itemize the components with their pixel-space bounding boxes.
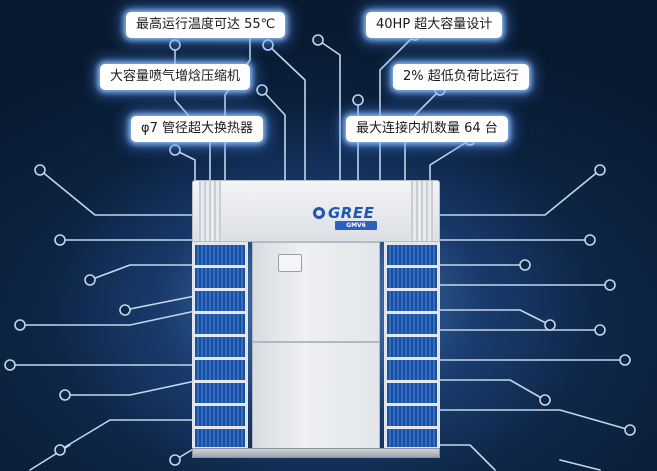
right-coil-grille xyxy=(384,242,440,450)
brand-name: GREE xyxy=(328,204,375,222)
brand-logo-icon xyxy=(313,207,325,219)
feature-tag-heat-exchanger: φ7 管径超大换热器 xyxy=(131,116,263,142)
left-coil-grille xyxy=(192,242,248,450)
feature-tag-low-load: 2% 超低负荷比运行 xyxy=(393,64,529,90)
service-access-plate xyxy=(278,254,302,272)
top-right-vent xyxy=(411,181,433,241)
feature-tag-max-indoor-units: 最大连接内机数量 64 台 xyxy=(346,116,508,142)
feature-tag-compressor: 大容量喷气增焓压缩机 xyxy=(100,64,251,90)
unit-top-housing: GREE GMV6 xyxy=(192,180,440,242)
unit-base xyxy=(192,448,440,458)
top-left-vent xyxy=(199,181,221,241)
brand-logo: GREE GMV6 xyxy=(313,204,383,230)
front-panel-lower xyxy=(252,342,380,450)
brand-sub-badge: GMV6 xyxy=(335,221,377,230)
front-panel-upper xyxy=(252,242,380,342)
outdoor-unit-product-image: GREE GMV6 xyxy=(192,180,440,458)
feature-tag-max-temperature: 最高运行温度可达 55℃ xyxy=(126,12,286,38)
feature-tag-capacity: 40HP 超大容量设计 xyxy=(366,12,503,38)
